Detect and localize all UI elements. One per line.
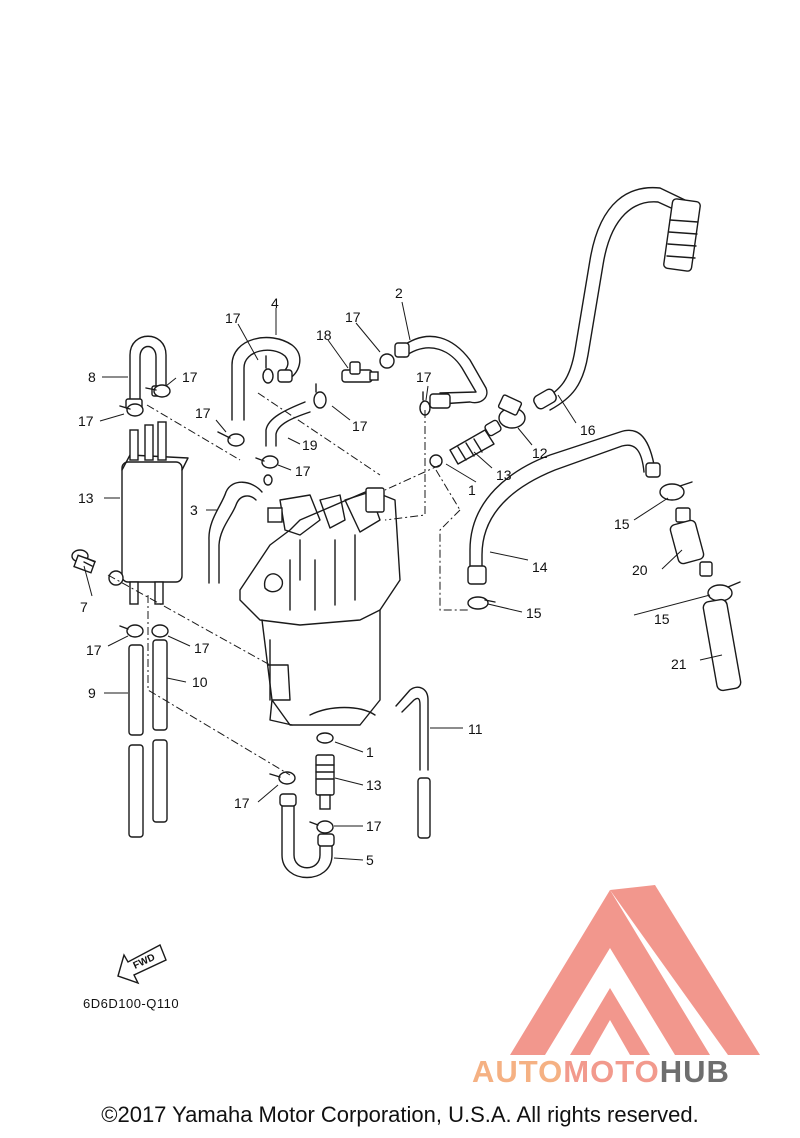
part-19-hose (265, 401, 311, 447)
part-17-clamps (119, 355, 431, 834)
label-17-i: 17 (366, 818, 382, 834)
part-21-hose (702, 598, 742, 692)
part-18-t-joint (341, 353, 395, 383)
label-13-b: 13 (366, 777, 382, 793)
label-17-l: 17 (194, 640, 210, 656)
label-7: 9 (88, 685, 96, 701)
part-15-clip-3 (467, 596, 496, 610)
label-4: 4 (271, 295, 279, 311)
label-13-a: 13 (496, 467, 512, 483)
fwd-arrow-icon: FWD (117, 944, 167, 985)
wordmark-auto: AUTO (472, 1054, 564, 1089)
label-10: 7 (80, 599, 88, 615)
part-20-filter (669, 507, 713, 577)
label-19: 19 (302, 437, 318, 453)
part-16-fuel-hose (533, 186, 701, 411)
leader-lines (83, 301, 723, 861)
center-lines (107, 392, 470, 776)
label-11: 12 (532, 445, 548, 461)
part-1-o-ring-lower (316, 732, 334, 744)
part-15-clip-2 (707, 581, 741, 602)
part-11-clamp (497, 394, 526, 429)
label-6: 8 (88, 369, 96, 385)
label-12: 13 (78, 490, 94, 506)
part-14-hose (467, 429, 661, 585)
label-17-g: 17 (416, 369, 432, 385)
part-2-hose (394, 335, 488, 409)
label-20: 20 (632, 562, 648, 578)
wordmark-hub: HUB (659, 1054, 730, 1089)
label-1-a: 1 (468, 482, 476, 498)
label-15-a: 15 (614, 516, 630, 532)
label-17-j: 17 (234, 795, 250, 811)
part-code: 6D6D100-Q110 (83, 996, 180, 1011)
part-4-hose (231, 336, 301, 421)
label-1-b: 1 (366, 744, 374, 760)
part-9-hose (395, 686, 431, 839)
label-8: 10 (192, 674, 208, 690)
part-1-o-ring-upper (429, 454, 443, 468)
copyright-notice: ©2017 Yamaha Motor Corporation, U.S.A. A… (101, 1102, 699, 1127)
wordmark-moto: MOTO (563, 1054, 660, 1089)
label-17-k: 17 (86, 642, 102, 658)
label-17-e: 17 (345, 309, 361, 325)
label-17-a: 17 (182, 369, 198, 385)
label-17-d: 17 (195, 405, 211, 421)
label-18: 18 (316, 327, 332, 343)
label-15-c: 15 (526, 605, 542, 621)
part-12-filter (121, 421, 189, 605)
part-number-labels: 8 17 17 13 3 4 17 17 18 17 2 17 17 19 17… (78, 285, 687, 868)
part-13-fitting-upper (449, 419, 502, 465)
label-17-h: 17 (295, 463, 311, 479)
label-15-b: 15 (654, 611, 670, 627)
label-2: 2 (395, 285, 403, 301)
part-7-hose (128, 644, 144, 838)
label-17-b: 17 (78, 413, 94, 429)
label-17-f: 17 (352, 418, 368, 434)
fuel-pump-assembly (239, 474, 401, 726)
part-10-bolt (71, 549, 124, 586)
part-15-clip-1 (659, 481, 693, 501)
automotohub-wordmark: AUTOMOTOHUB (472, 1054, 730, 1090)
part-13-fitting-lower (315, 754, 335, 810)
part-5-u-hose (279, 793, 335, 879)
label-14: 14 (532, 559, 548, 575)
label-9: 11 (468, 721, 483, 737)
part-3-hose (208, 481, 263, 584)
label-17-c: 17 (225, 310, 241, 326)
part-6-u-hose (125, 335, 169, 410)
part-8-hose (152, 639, 168, 823)
label-3: 3 (190, 502, 198, 518)
label-16: 16 (580, 422, 596, 438)
label-21: 21 (671, 656, 687, 672)
label-5: 5 (366, 852, 374, 868)
automotohub-logo (510, 885, 760, 1055)
